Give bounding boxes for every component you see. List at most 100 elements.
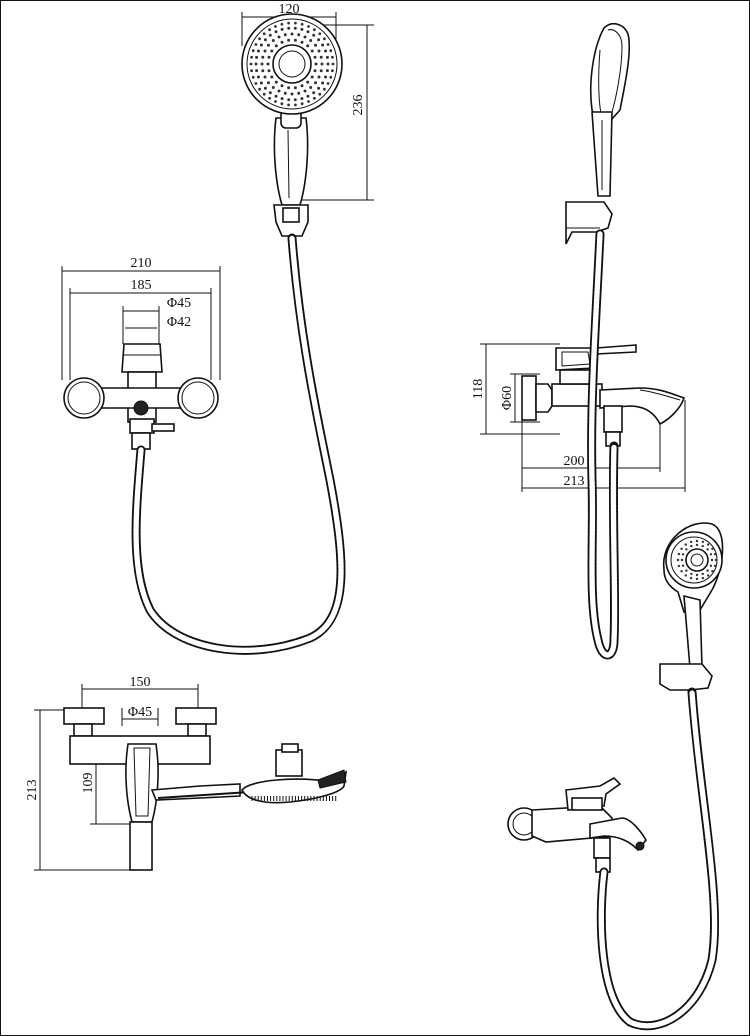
side-spout bbox=[599, 387, 686, 426]
nozzle-dot bbox=[306, 94, 310, 98]
nozzle-dot bbox=[690, 572, 693, 576]
nozzle-dot bbox=[251, 75, 255, 79]
nozzle-dot bbox=[293, 26, 297, 30]
nozzle-dot bbox=[689, 576, 693, 580]
nozzle-dot bbox=[312, 33, 316, 37]
aerator-icon bbox=[133, 400, 149, 416]
showerhead-nozzles bbox=[249, 21, 335, 107]
nozzle-dot bbox=[268, 91, 272, 95]
nozzle-dot bbox=[309, 39, 313, 42]
nozzle-dot bbox=[707, 543, 710, 546]
nozzle-dot bbox=[255, 55, 259, 59]
nozzle-dot bbox=[280, 40, 284, 44]
nozzle-dot bbox=[680, 570, 683, 573]
nozzle-dot bbox=[317, 49, 321, 53]
nozzle-dot bbox=[684, 574, 687, 577]
nozzle-dot bbox=[283, 91, 287, 95]
nozzle-dot bbox=[331, 55, 334, 59]
nozzle-dot bbox=[685, 569, 688, 572]
nozzle-dot bbox=[317, 86, 321, 90]
nozzle-dot bbox=[287, 21, 290, 25]
nozzle-dot bbox=[280, 27, 284, 31]
nozzle-dot bbox=[258, 37, 261, 41]
nozzle-dot bbox=[293, 86, 297, 90]
nozzle-dot bbox=[684, 543, 687, 546]
nozzle-dot bbox=[695, 573, 699, 577]
top-showerhead bbox=[241, 770, 348, 804]
side-holder-bracket bbox=[565, 201, 613, 245]
nozzle-dot bbox=[287, 103, 290, 107]
nozzle-dot bbox=[331, 62, 335, 66]
mixer-lever bbox=[121, 343, 163, 373]
nozzle-dot bbox=[319, 69, 323, 73]
nozzle-dot bbox=[314, 81, 317, 85]
dim-label-210: 210 bbox=[131, 256, 152, 271]
nozzle-dot bbox=[681, 553, 685, 556]
nozzle-dot bbox=[266, 62, 270, 66]
nozzle-dot bbox=[701, 540, 705, 544]
side-flange bbox=[521, 375, 537, 421]
nozzle-dot bbox=[695, 539, 699, 543]
nozzle-dot bbox=[321, 43, 325, 47]
nozzle-dot bbox=[307, 25, 310, 28]
dim-label-118: 118 bbox=[471, 379, 486, 399]
nozzle-dot bbox=[293, 38, 297, 42]
nozzle-dot bbox=[268, 96, 271, 100]
nozzle-dot bbox=[274, 100, 277, 103]
shower-hoses bbox=[131, 229, 720, 1031]
nozzle-dot bbox=[695, 543, 699, 547]
nozzle-dot bbox=[313, 69, 317, 73]
nozzle-dot bbox=[290, 32, 294, 36]
nozzle-dot bbox=[287, 98, 291, 102]
nozzle-dot bbox=[300, 27, 304, 31]
nozzle-dot bbox=[326, 62, 330, 66]
nozzle-dot bbox=[256, 75, 260, 79]
dim-label-top-phi45: Φ45 bbox=[128, 705, 152, 720]
nozzle-dot bbox=[280, 97, 284, 101]
nozzle-dot bbox=[277, 35, 281, 39]
nozzle-dot bbox=[290, 92, 294, 96]
nozzle-dot bbox=[306, 80, 310, 84]
nozzle-dot bbox=[317, 75, 321, 79]
nozzle-dot bbox=[267, 69, 271, 73]
nozzle-dot bbox=[287, 26, 291, 30]
nozzle-dot bbox=[701, 572, 704, 576]
dim-label-213: 213 bbox=[564, 474, 585, 489]
nozzle-dot bbox=[303, 35, 307, 39]
nozzle-dot bbox=[318, 32, 322, 36]
nozzle-dot bbox=[681, 564, 685, 567]
nozzle-dot bbox=[300, 22, 304, 26]
dim-label-phi45: Φ45 bbox=[167, 296, 191, 311]
nozzle-dot bbox=[263, 86, 267, 90]
mixer-front-view: 210 185 Φ45 Φ42 bbox=[61, 256, 221, 450]
nozzle-dot bbox=[690, 544, 693, 548]
nozzle-dot bbox=[249, 62, 253, 66]
nozzle-dot bbox=[676, 558, 680, 562]
nozzle-dot bbox=[263, 75, 267, 79]
dim-label-top-109: 109 bbox=[81, 773, 96, 794]
top-lever bbox=[125, 743, 159, 823]
persp-showerhead-nozzles bbox=[676, 539, 718, 581]
nozzle-dot bbox=[306, 44, 310, 48]
nozzle-dot bbox=[277, 89, 281, 93]
nozzle-dot bbox=[313, 96, 316, 100]
nozzle-dot bbox=[713, 552, 717, 556]
wall-flange-right bbox=[177, 377, 219, 419]
nozzle-dot bbox=[677, 564, 681, 568]
nozzle-dot bbox=[314, 43, 317, 47]
nozzle-dot bbox=[714, 558, 718, 562]
nozzle-dot bbox=[274, 44, 278, 48]
nozzle-dot bbox=[711, 570, 714, 573]
nozzle-dot bbox=[306, 30, 310, 34]
nozzle-dot bbox=[274, 30, 278, 34]
nozzle-dot bbox=[314, 62, 318, 66]
nozzle-dot bbox=[710, 558, 714, 562]
nozzle-dot bbox=[331, 69, 334, 73]
nozzle-dot bbox=[255, 69, 259, 73]
nozzle-dot bbox=[685, 548, 688, 551]
nozzle-dot bbox=[280, 102, 284, 106]
nozzle-dot bbox=[263, 38, 267, 42]
dim-label-236: 236 bbox=[351, 95, 366, 116]
nozzle-dot bbox=[709, 564, 713, 567]
nozzle-dot bbox=[701, 576, 705, 580]
